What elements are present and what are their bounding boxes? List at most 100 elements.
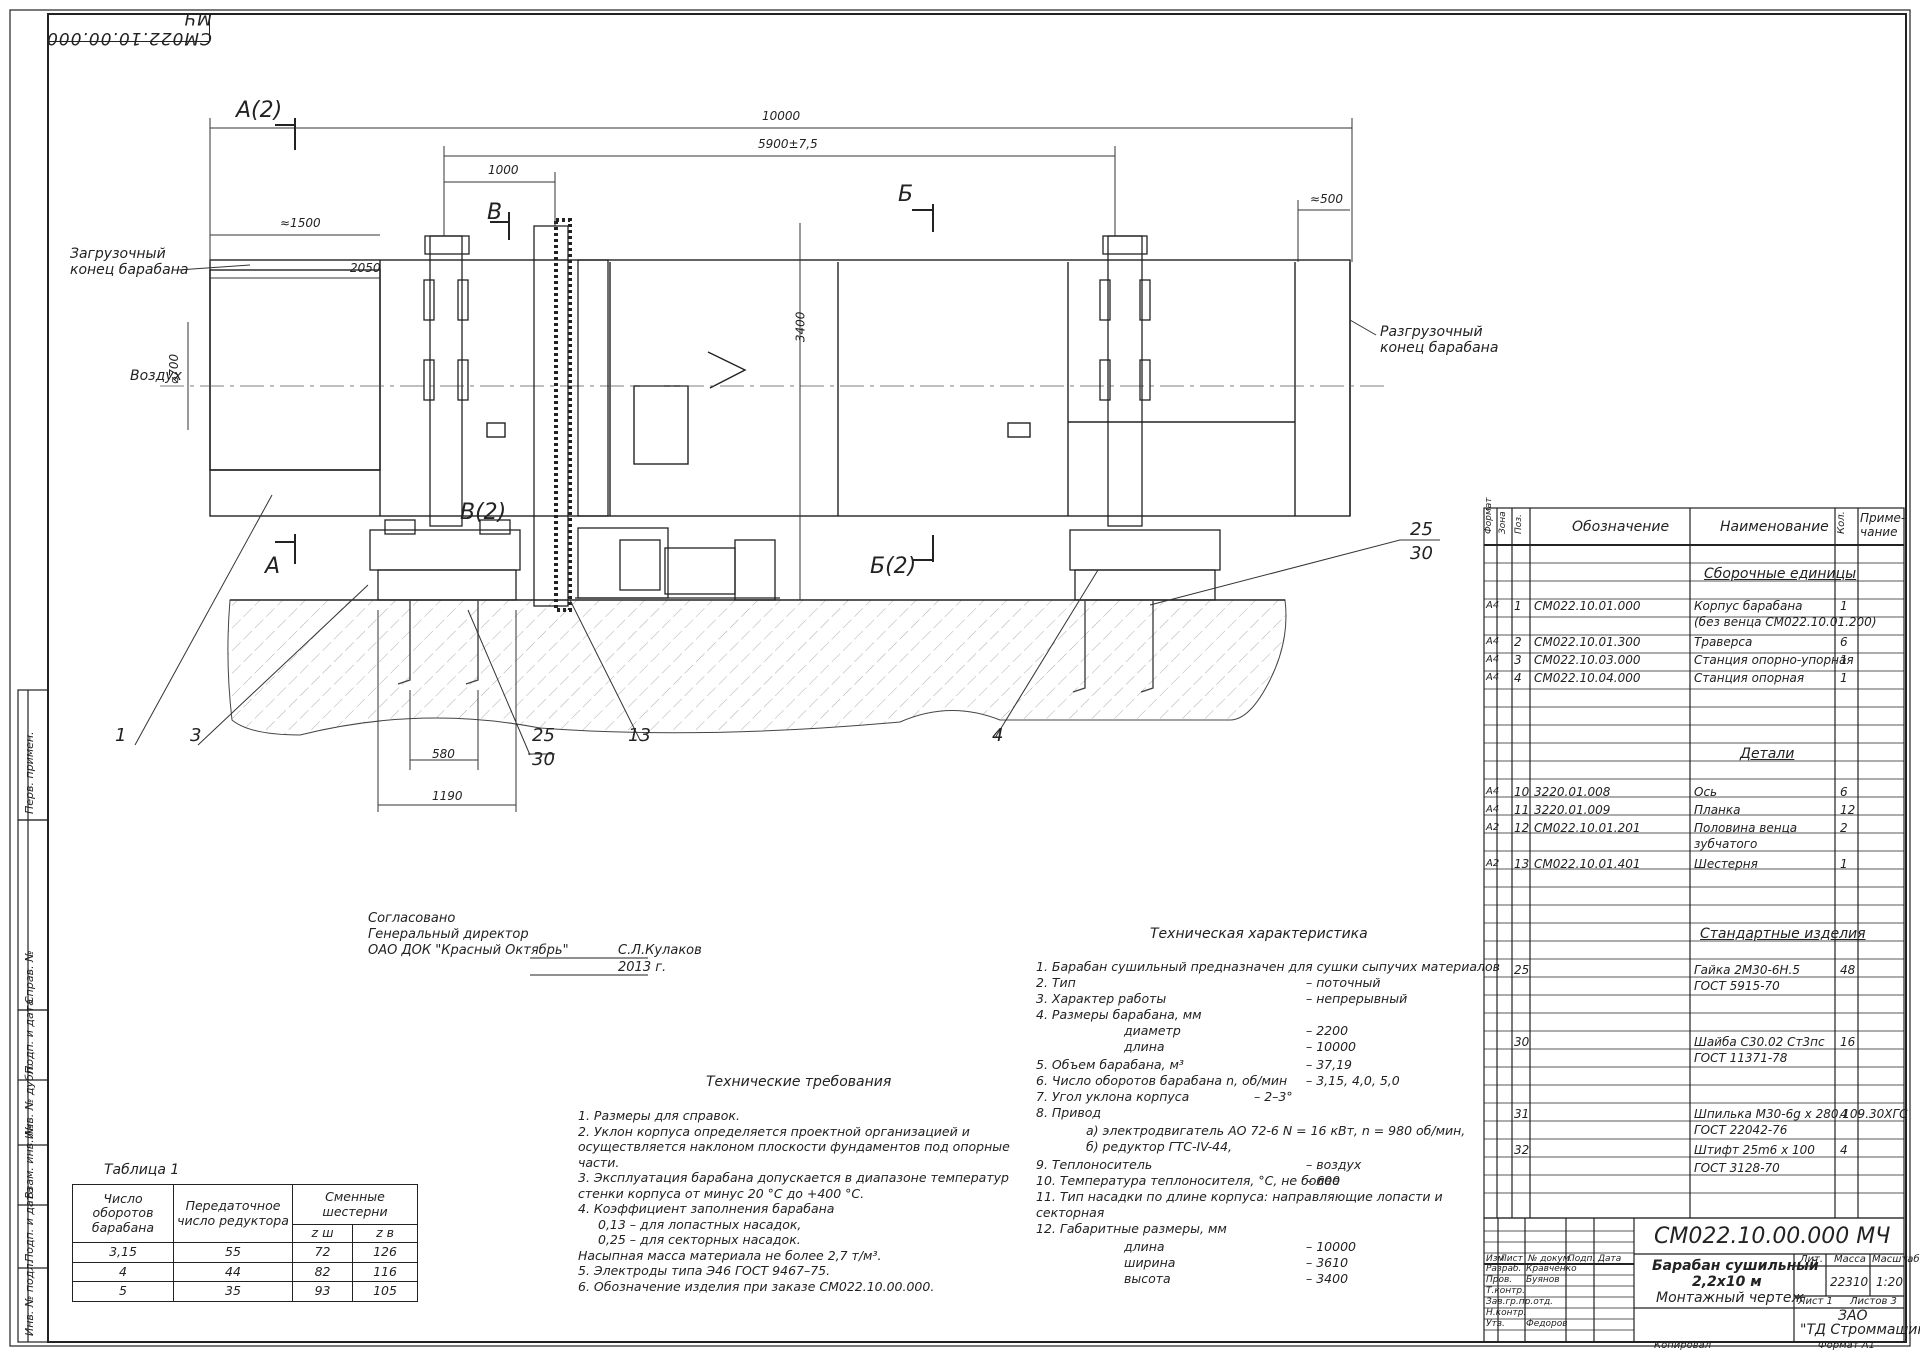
title-block-lit-label: Лит. bbox=[1800, 1254, 1824, 1265]
spec-cell-name: Корпус барабана bbox=[1694, 599, 1803, 613]
table1-caption: Таблица 1 bbox=[104, 1162, 180, 1178]
tech-char-row: 7. Угол уклона корпуса– 2–3° bbox=[1036, 1089, 1293, 1104]
tech-char-row: длина– 10000 bbox=[1124, 1239, 1356, 1254]
tech-char-row: ширина– 3610 bbox=[1124, 1255, 1349, 1270]
title-block-mass: 22310 bbox=[1830, 1275, 1869, 1289]
spec-cell-qty: 1 bbox=[1840, 653, 1848, 667]
load-end-note: Загрузочный конец барабана bbox=[70, 246, 189, 279]
spec-cell-name: ГОСТ 22042-76 bbox=[1694, 1123, 1788, 1137]
spec-header-zone: Зона bbox=[1498, 511, 1508, 534]
side-stamp-grid bbox=[17, 689, 49, 1343]
tech-req-item: 4. Коэффициент заполнения барабана bbox=[578, 1201, 835, 1216]
left-support-station bbox=[369, 235, 521, 601]
rotated-code-stamp: СМ022.10.00.000 МЧ bbox=[46, 8, 212, 48]
gear-ring bbox=[533, 218, 609, 612]
spec-cell-name: ГОСТ 3128-70 bbox=[1694, 1161, 1780, 1175]
staff-name: Буянов bbox=[1526, 1275, 1560, 1285]
spec-cell-format: А4 bbox=[1486, 636, 1500, 647]
tech-char-row: секторная bbox=[1036, 1205, 1105, 1220]
section-label-b: Б bbox=[898, 182, 914, 207]
spec-cell-designation: СМ022.10.03.000 bbox=[1534, 653, 1641, 667]
spec-cell-format: А4 bbox=[1486, 600, 1500, 611]
staff-role: Утв. bbox=[1486, 1319, 1505, 1329]
right-support-station bbox=[1069, 235, 1221, 601]
dim-load-end-2: 2050 bbox=[350, 261, 381, 275]
approval-line2: Генеральный директор bbox=[368, 927, 529, 942]
tech-char-row: 9. Теплоноситель– воздух bbox=[1036, 1157, 1362, 1172]
spec-cell-name: Станция опорная bbox=[1694, 671, 1805, 685]
spec-cell-designation: 3220.01.008 bbox=[1534, 785, 1611, 799]
spec-cell-name: Ось bbox=[1694, 785, 1718, 799]
spec-cell-pos: 32 bbox=[1514, 1143, 1530, 1157]
section-label-a: А bbox=[265, 554, 281, 579]
spec-cell-name: ГОСТ 11371-78 bbox=[1694, 1051, 1788, 1065]
spec-cell-qty: 48 bbox=[1840, 963, 1856, 977]
callout-1: 1 bbox=[115, 725, 127, 746]
spec-cell-qty: 1 bbox=[1840, 857, 1848, 871]
callout-4: 4 bbox=[992, 725, 1004, 746]
spec-cell-pos: 1 bbox=[1514, 599, 1522, 613]
spec-cell-name: Шайба С30.02 Ст3пс bbox=[1694, 1035, 1825, 1049]
title-block-rows bbox=[1484, 1230, 1634, 1331]
dim-overall-length: 10000 bbox=[762, 109, 801, 123]
section-label-a2: А(2) bbox=[236, 98, 283, 123]
gear-ratio-table: Число оборотов барабана Передаточное чис… bbox=[72, 1184, 418, 1302]
callout-25-right: 25 bbox=[1410, 519, 1433, 540]
spec-cell-pos: 11 bbox=[1514, 803, 1530, 817]
spec-cell-name: Шпилька М30-6g х 280.109.30ХГС bbox=[1694, 1107, 1908, 1121]
staff-name: Кравченко bbox=[1526, 1264, 1577, 1274]
spec-section-details: Детали bbox=[1740, 746, 1795, 762]
tb-role-sign: Подп. bbox=[1568, 1254, 1596, 1264]
tech-char-row: 2. Тип– поточный bbox=[1036, 975, 1381, 990]
section-label-v: В bbox=[487, 200, 503, 225]
tech-char-row: б) редуктор ГТС-IV-44, bbox=[1086, 1139, 1232, 1154]
tech-char-row: 12. Габаритные размеры, мм bbox=[1036, 1221, 1227, 1236]
spec-cell-name: ГОСТ 5915-70 bbox=[1694, 979, 1780, 993]
spec-cell-qty: 6 bbox=[1840, 635, 1848, 649]
staff-role: Разраб. bbox=[1486, 1264, 1522, 1274]
tb-role-list: Лист bbox=[1500, 1254, 1523, 1264]
spec-header-pos: Поз. bbox=[1514, 514, 1524, 534]
spec-cell-designation: СМ022.10.04.000 bbox=[1534, 671, 1641, 685]
tech-req-item: 5. Электроды типа Э46 ГОСТ 9467–75. bbox=[578, 1263, 831, 1278]
table1-header: Передаточное число редуктора bbox=[173, 1184, 293, 1243]
spec-cell-format: А2 bbox=[1486, 858, 1500, 869]
tech-char-row: длина– 10000 bbox=[1124, 1039, 1356, 1054]
title-block-org2: "ТД Строммашина" bbox=[1800, 1322, 1920, 1338]
title-block-name2: 2,2x10 м bbox=[1692, 1274, 1762, 1290]
tech-char-row: диаметр– 2200 bbox=[1124, 1023, 1349, 1038]
spec-section-assemblies: Сборочные единицы bbox=[1704, 566, 1857, 582]
table1-header: Число оборотов барабана bbox=[72, 1184, 174, 1243]
dimension-lines bbox=[187, 118, 1353, 812]
callout-leaders bbox=[134, 264, 1440, 756]
approval-year: 2013 г. bbox=[618, 960, 667, 975]
staff-role: Пров. bbox=[1486, 1275, 1513, 1285]
approval-signer: С.Л.Кулаков bbox=[618, 943, 702, 958]
spec-cell-name: Половина венца bbox=[1694, 821, 1798, 835]
tech-req-item: 0,25 – для секторных насадок. bbox=[598, 1232, 801, 1247]
spec-cell-designation: СМ022.10.01.201 bbox=[1534, 821, 1641, 835]
drive-unit bbox=[575, 527, 780, 601]
dim-support-spacing: 5900±7,5 bbox=[758, 137, 818, 151]
tech-req-item: Насыпная масса материала не более 2,7 т/… bbox=[578, 1247, 882, 1263]
spec-cell-qty: 12 bbox=[1840, 803, 1856, 817]
spec-cell-pos: 2 bbox=[1514, 635, 1522, 649]
spec-cell-name: Планка bbox=[1694, 803, 1741, 817]
tech-char-title: Техническая характеристика bbox=[1150, 926, 1368, 942]
title-block-scale: 1:20 bbox=[1876, 1275, 1903, 1289]
tech-req-item: стенки корпуса от минус 20 °С до +400 °С… bbox=[578, 1185, 865, 1201]
title-block-format: Формат А1 bbox=[1818, 1340, 1875, 1351]
dim-unload-end: ≈500 bbox=[1310, 192, 1343, 206]
tech-char-row: 6. Число оборотов барабана n, об/мин– 3,… bbox=[1036, 1073, 1400, 1088]
callout-25-left: 25 bbox=[532, 725, 555, 746]
tech-char-row: 1. Барабан сушильный предназначен для су… bbox=[1036, 959, 1501, 974]
spec-cell-qty: 1 bbox=[1840, 671, 1848, 685]
staff-role: Н.контр. bbox=[1486, 1308, 1527, 1318]
spec-header-name: Наименование bbox=[1720, 519, 1829, 535]
spec-header-format: Формат bbox=[1484, 497, 1494, 534]
title-block-copied: Копировал bbox=[1654, 1340, 1712, 1351]
staff-role: Зав.гр.пр.отд. bbox=[1486, 1297, 1554, 1307]
